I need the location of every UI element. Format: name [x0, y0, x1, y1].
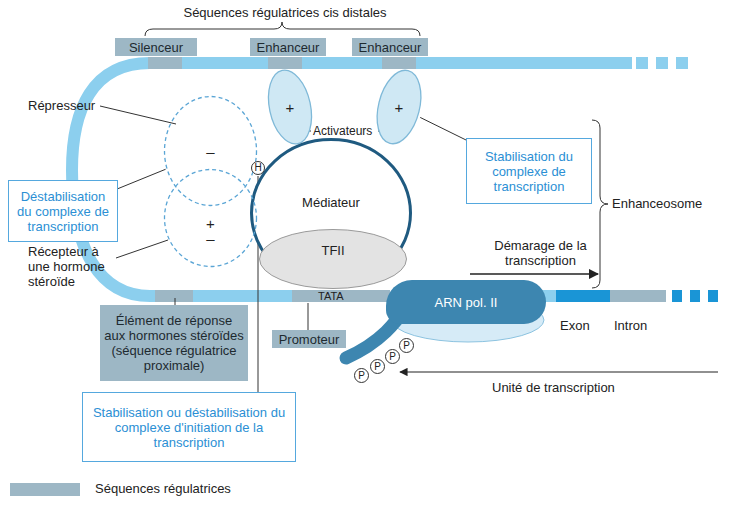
- title: Séquences régulatrices cis distales: [130, 5, 440, 20]
- activator-ellipse: +: [268, 68, 312, 146]
- hormone-circle: H: [250, 160, 266, 176]
- node-text: H: [254, 160, 261, 176]
- enhancer-seq: [382, 57, 416, 69]
- dna-dash: [708, 290, 718, 302]
- label: Exon: [560, 318, 590, 333]
- ellipse-outline: [165, 97, 257, 206]
- polymerase: ARN pol. II: [386, 280, 546, 324]
- leader-line: [116, 240, 168, 258]
- legend-text: Séquences régulatrices: [95, 481, 231, 496]
- regulatory-box: Promoteur: [272, 330, 346, 348]
- transcription-start-arrow: [470, 273, 598, 275]
- node-text: +: [395, 100, 404, 115]
- label: Enhanceosome: [612, 196, 702, 211]
- label: Récepteur à une hormone stéroïde: [28, 244, 118, 289]
- node-text: +: [206, 216, 215, 231]
- leader-line: [175, 298, 176, 305]
- leader-line: [100, 106, 176, 124]
- legend-swatch: [10, 483, 80, 496]
- repressor-ellipse: –: [163, 95, 258, 207]
- regulatory-box: Enhanceur: [352, 38, 428, 56]
- connector-line: [118, 169, 166, 188]
- node-text: Silenceur: [129, 40, 183, 55]
- enhancer-seq: [268, 57, 302, 69]
- regulatory-box: Silenceur: [115, 38, 197, 56]
- leader-line: [308, 303, 309, 330]
- phosphate-circle: P: [384, 348, 401, 365]
- node-text: ARN pol. II: [435, 295, 498, 310]
- node-text: +: [286, 100, 295, 115]
- node-text: Médiateur: [302, 195, 360, 210]
- shape-outline: [258, 228, 408, 290]
- node-text: Élément de réponse aux hormones stéroïde…: [104, 313, 244, 373]
- phosphate-circle: P: [398, 337, 415, 354]
- node-text: –: [206, 144, 214, 159]
- regulatory-box: Élément de réponse aux hormones stéroïde…: [100, 305, 248, 381]
- label: TATA: [318, 289, 344, 304]
- node-text: Enhanceur: [359, 40, 422, 55]
- label: Unité de transcription: [492, 380, 615, 395]
- node-text: Promoteur: [279, 332, 340, 347]
- ellipse-outline: [262, 66, 318, 148]
- node-text: –: [206, 231, 214, 246]
- ellipse-outline: [370, 66, 428, 149]
- dna-band: [72, 63, 632, 296]
- activator-ellipse: +: [377, 68, 421, 146]
- regulatory-box: Enhanceur: [250, 38, 326, 56]
- label: Répresseur: [28, 98, 95, 113]
- node-text: P: [358, 367, 365, 384]
- node-text: Stabilisation du complexe de transcripti…: [473, 149, 585, 194]
- effect-box: Déstabilisation du complexe de transcrip…: [8, 180, 118, 242]
- label: Activateurs: [313, 124, 372, 139]
- dna-dash: [690, 290, 700, 302]
- brace: [145, 22, 420, 36]
- dna-dash: [676, 57, 688, 69]
- node-text: P: [403, 337, 410, 354]
- dna-dash: [656, 57, 668, 69]
- receptor-ellipse: +–: [163, 168, 258, 268]
- exon-seq: [556, 290, 610, 302]
- ellipse-outline: [165, 170, 257, 267]
- dna-dash: [672, 290, 682, 302]
- intron-seq: [610, 290, 666, 302]
- effect-box: Stabilisation ou déstabilisation du comp…: [82, 392, 296, 462]
- connector-line: [420, 117, 466, 140]
- label: Intron: [614, 318, 647, 333]
- response-element-seq: [155, 290, 193, 302]
- phosphate-circle: P: [369, 358, 386, 375]
- node-text: P: [389, 348, 396, 365]
- silencer-seq: [148, 57, 182, 69]
- effect-box: Stabilisation du complexe de transcripti…: [466, 138, 592, 204]
- phosphate-circle: P: [353, 367, 370, 384]
- transcription-unit-arrow: [400, 371, 718, 372]
- label: Démarage de la transcription: [478, 238, 603, 268]
- ellipse-outline: [260, 230, 407, 289]
- brace: [592, 120, 608, 288]
- node-text: TFII: [321, 243, 344, 258]
- node-text: Déstabilisation du complexe de transcrip…: [15, 189, 111, 234]
- node-text: P: [374, 358, 381, 375]
- node-text: Enhanceur: [257, 40, 320, 55]
- node-text: Stabilisation ou déstabilisation du comp…: [89, 405, 289, 450]
- tfii-ellipse: TFII: [258, 228, 408, 290]
- dna-dash: [636, 57, 648, 69]
